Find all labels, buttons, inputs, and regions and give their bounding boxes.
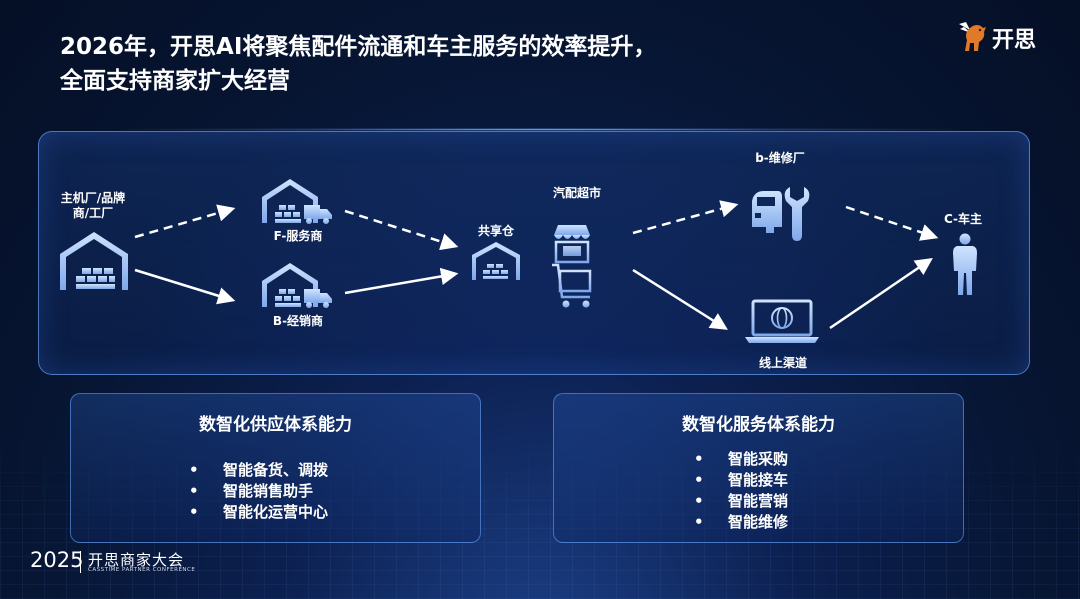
- arrow-b-dealer-to-shared-warehouse: [344, 267, 459, 295]
- flow-diagram-panel: [38, 131, 1030, 375]
- arrow-b-repair-to-c-owner: [845, 205, 939, 241]
- slide-title: 2026年，开思AI将聚焦配件流通和车主服务的效率提升， 全面支持商家扩大经营: [60, 30, 920, 98]
- node-label-b-repair: b-维修厂: [755, 151, 805, 165]
- list-item: •智能接车: [694, 471, 789, 489]
- warehouse-icon: [60, 232, 128, 290]
- list-item: •智能维修: [694, 513, 789, 531]
- slide-title-line-2: 全面支持商家扩大经营: [60, 68, 290, 94]
- node-label-auto-parts-market: 汽配超市: [552, 186, 601, 200]
- person-icon: [953, 233, 977, 295]
- supply-capability-title: 数智化供应体系能力: [199, 415, 352, 435]
- list-item: •智能营销: [694, 492, 789, 510]
- service-capability-list: •智能采购 •智能接车 •智能营销 •智能维修: [694, 449, 788, 533]
- node-label-shared-warehouse: 共享仓: [477, 224, 514, 238]
- service-capability-title: 数智化服务体系能力: [682, 415, 835, 435]
- supply-capability-panel: 数智化供应体系能力 •智能备货、调拨 •智能销售助手 •智能化运营中心: [70, 393, 481, 543]
- footer-event-name-en: CASSTIME PARTNER CONFERENCE: [88, 567, 196, 573]
- list-item: •智能销售助手: [189, 482, 314, 500]
- arrow-oem-to-f-service: [134, 204, 236, 239]
- list-item: •智能化运营中心: [189, 503, 329, 521]
- list-item: •智能采购: [694, 450, 789, 468]
- node-label-b-dealer: B-经销商: [272, 314, 324, 328]
- list-item: •智能备货、调拨: [189, 461, 329, 479]
- winged-horse-icon: [959, 22, 986, 51]
- node-label-f-service: F-服务商: [273, 229, 323, 243]
- node-label-oem: 主机厂/品牌 商/工厂: [60, 191, 126, 220]
- laptop-globe-icon: [745, 299, 819, 343]
- arrow-f-service-to-shared-warehouse: [344, 209, 459, 251]
- background-grid-floor: [0, 430, 1080, 599]
- footer-event-name: 开思商家大会: [88, 551, 185, 569]
- logo-text: 开思: [992, 28, 1037, 53]
- service-capability-panel: 数智化服务体系能力 •智能采购 •智能接车 •智能营销 •智能维修: [553, 393, 964, 543]
- slide-title-line-1: 2026年，开思AI将聚焦配件流通和车主服务的效率提升，: [60, 34, 657, 60]
- arrow-oem-to-b-dealer: [134, 268, 236, 305]
- title-divider-glow: [120, 128, 960, 131]
- node-label-c-owner: C-车主: [943, 212, 983, 226]
- arrow-market-to-online-channel: [632, 268, 728, 330]
- footer-divider: [80, 551, 81, 573]
- brand-logo: 开思: [956, 18, 1056, 58]
- supply-capability-list: •智能备货、调拨 •智能销售助手 •智能化运营中心: [189, 460, 328, 523]
- node-label-online-channel: 线上渠道: [758, 356, 807, 370]
- footer-year: 2025: [30, 548, 84, 572]
- arrow-market-to-b-repair: [632, 200, 739, 235]
- arrow-online-channel-to-c-owner: [829, 258, 933, 330]
- warehouse-icon: [472, 242, 520, 280]
- car-wrench-icon: [752, 187, 810, 241]
- shopping-cart-store-icon: [552, 225, 592, 308]
- warehouse-truck-icon: [262, 179, 332, 224]
- warehouse-truck-icon: [262, 263, 332, 308]
